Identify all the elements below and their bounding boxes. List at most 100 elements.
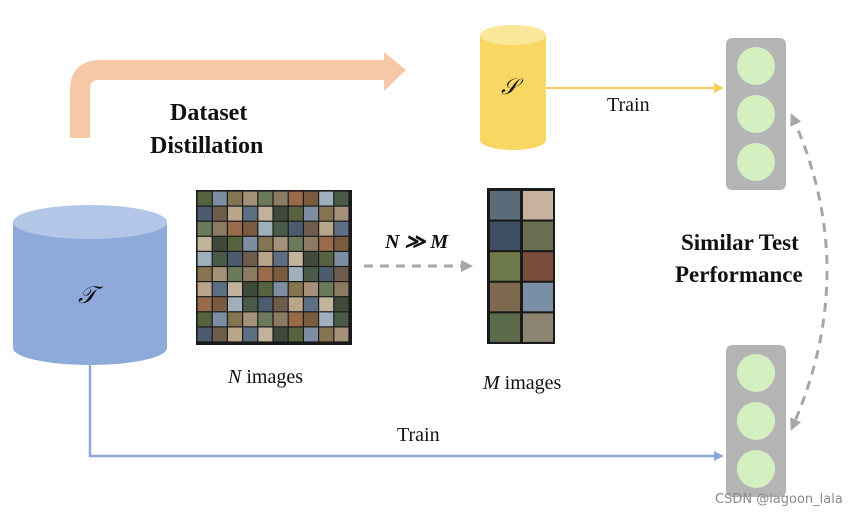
n-image-thumb bbox=[334, 252, 349, 266]
n-image-thumb bbox=[273, 236, 288, 251]
n-image-thumb bbox=[243, 252, 258, 266]
m-image-thumb bbox=[523, 191, 553, 220]
synthetic-dataset-cylinder bbox=[480, 25, 546, 150]
n-image-thumb bbox=[273, 327, 288, 342]
m-var: M bbox=[483, 372, 500, 394]
n-image-thumb bbox=[304, 312, 318, 327]
n-image-thumb bbox=[258, 327, 273, 342]
m-image-thumb bbox=[490, 221, 520, 251]
m-image-thumb bbox=[490, 252, 520, 281]
n-image-thumb bbox=[243, 206, 258, 221]
m-image-thumb bbox=[523, 282, 553, 312]
n-image-thumb bbox=[212, 236, 227, 251]
n-image-thumb bbox=[334, 236, 349, 251]
n-image-thumb bbox=[273, 221, 288, 236]
n-image-thumb bbox=[258, 297, 273, 312]
n-image-thumb bbox=[258, 191, 273, 206]
n-image-thumb bbox=[258, 312, 273, 327]
n-image-thumb bbox=[197, 236, 212, 251]
n-image-thumb bbox=[273, 312, 288, 327]
m-image-thumb bbox=[523, 252, 553, 281]
watermark: CSDN @lagoon_lala bbox=[715, 492, 843, 507]
m-image-thumb bbox=[523, 313, 553, 342]
n-image-thumb bbox=[288, 267, 303, 281]
n-image-thumb bbox=[288, 206, 303, 221]
n-image-thumb bbox=[288, 297, 303, 312]
m-images-label: M images bbox=[483, 372, 561, 395]
m-image-thumb bbox=[523, 221, 553, 251]
n-image-thumb bbox=[319, 252, 334, 266]
similar-test-label-line2: Performance bbox=[675, 262, 803, 287]
distillation-arrow bbox=[70, 52, 406, 138]
n-image-thumb bbox=[228, 312, 242, 327]
n-image-thumb bbox=[288, 236, 303, 251]
n-image-thumb bbox=[304, 267, 318, 281]
n-image-thumb bbox=[334, 267, 349, 281]
n-image-thumb bbox=[258, 282, 273, 297]
m-image-thumb bbox=[490, 191, 520, 220]
n-image-thumb bbox=[273, 282, 288, 297]
n-image-thumb bbox=[212, 297, 227, 312]
n-image-thumb bbox=[258, 267, 273, 281]
similar-test-label-line1: Similar Test bbox=[681, 230, 799, 255]
n-image-thumb bbox=[273, 206, 288, 221]
n-var: N bbox=[228, 366, 242, 388]
n-image-thumb bbox=[243, 191, 258, 206]
n-image-thumb bbox=[304, 191, 318, 206]
n-image-thumb bbox=[334, 221, 349, 236]
n-image-thumb bbox=[273, 252, 288, 266]
n-image-thumb bbox=[273, 297, 288, 312]
n-image-thumb bbox=[212, 327, 227, 342]
n-image-thumb bbox=[212, 267, 227, 281]
n-image-thumb bbox=[258, 236, 273, 251]
n-image-thumb bbox=[243, 221, 258, 236]
n-image-thumb bbox=[197, 267, 212, 281]
train-arrow-bottom bbox=[88, 365, 724, 461]
n-image-thumb bbox=[197, 282, 212, 297]
n-much-greater-m-label: N ≫ M bbox=[385, 231, 449, 253]
n-image-thumb bbox=[228, 236, 242, 251]
n-image-thumb bbox=[288, 221, 303, 236]
distillation-label-line1: Dataset bbox=[170, 100, 248, 126]
n-image-thumb bbox=[228, 327, 242, 342]
m-image-thumb bbox=[490, 282, 520, 312]
n-image-thumb bbox=[258, 252, 273, 266]
n-image-thumb bbox=[288, 191, 303, 206]
n-image-thumb bbox=[319, 236, 334, 251]
n-image-thumb bbox=[334, 206, 349, 221]
n-image-thumb bbox=[228, 297, 242, 312]
n-image-thumb bbox=[319, 191, 334, 206]
n-image-thumb bbox=[212, 282, 227, 297]
n-image-thumb bbox=[197, 191, 212, 206]
n-image-thumb bbox=[243, 312, 258, 327]
n-image-thumb bbox=[197, 312, 212, 327]
n-image-thumb bbox=[243, 297, 258, 312]
n-image-thumb bbox=[288, 327, 303, 342]
distillation-label-line2: Distillation bbox=[150, 133, 264, 159]
n-image-thumb bbox=[243, 282, 258, 297]
n-image-thumb bbox=[304, 327, 318, 342]
n-image-thumb bbox=[334, 191, 349, 206]
synthetic-dataset-symbol: 𝒮 bbox=[501, 74, 519, 99]
n-image-thumb bbox=[288, 252, 303, 266]
n-image-thumb bbox=[319, 267, 334, 281]
n-image-thumb bbox=[212, 191, 227, 206]
n-image-thumb bbox=[319, 327, 334, 342]
n-image-thumb bbox=[228, 191, 242, 206]
n-image-thumb bbox=[273, 267, 288, 281]
n-images-grid bbox=[196, 190, 352, 345]
n-image-thumb bbox=[304, 236, 318, 251]
n-image-thumb bbox=[304, 297, 318, 312]
n-image-thumb bbox=[212, 206, 227, 221]
n-image-thumb bbox=[197, 221, 212, 236]
train-label-top: Train bbox=[607, 94, 650, 116]
model-bottom bbox=[726, 345, 786, 497]
n-image-thumb bbox=[197, 327, 212, 342]
n-image-thumb bbox=[304, 221, 318, 236]
n-images-text: images bbox=[241, 366, 303, 388]
n-image-thumb bbox=[319, 312, 334, 327]
n-image-thumb bbox=[319, 221, 334, 236]
m-images-grid bbox=[487, 188, 555, 344]
n-image-thumb bbox=[212, 252, 227, 266]
